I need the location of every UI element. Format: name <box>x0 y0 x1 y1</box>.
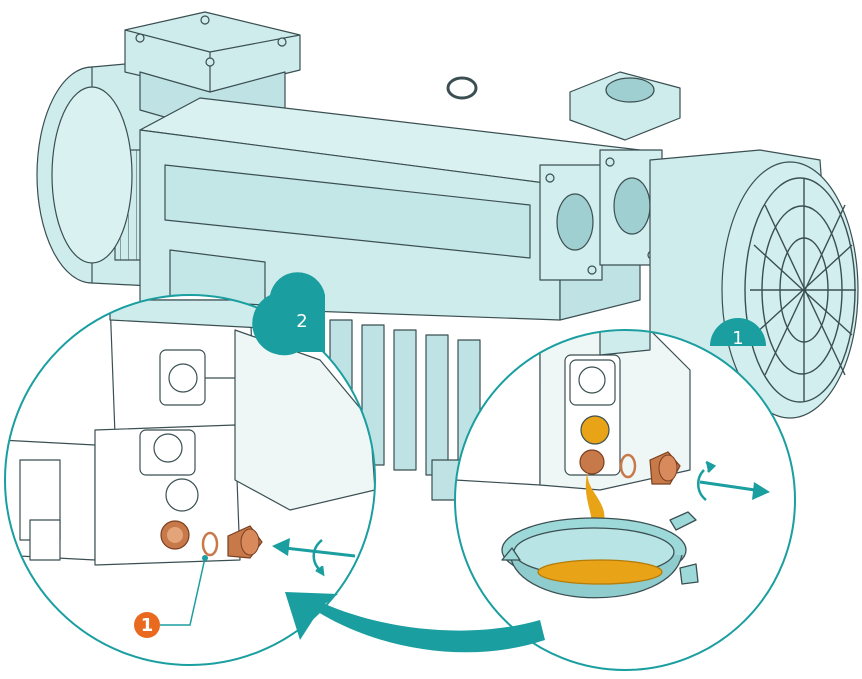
exhaust-flanges <box>539 149 663 281</box>
step-1-badge: 1 <box>710 318 766 349</box>
right-motor <box>649 149 859 419</box>
step-1-label: 1 <box>732 328 743 349</box>
detail-view-1: 1 <box>454 318 796 671</box>
detail-view-2: 1 2 <box>4 272 376 666</box>
oil-drain-tray <box>501 511 699 599</box>
drain-plug-left <box>227 525 263 559</box>
callout-o-ring: 1 <box>134 555 208 638</box>
fan-guard <box>744 177 856 403</box>
curved-arrow-icon <box>285 592 545 653</box>
callout-badge <box>134 612 160 638</box>
arrow-in-icon <box>272 538 356 558</box>
rotate-cw-icon <box>312 539 325 577</box>
vacuum-pump <box>36 11 859 501</box>
o-ring-left <box>201 531 219 557</box>
drain-plug-right <box>649 451 681 485</box>
inlet-port <box>569 71 681 141</box>
lifting-eye <box>446 76 478 100</box>
arrow-out-icon <box>699 480 770 500</box>
o-ring-right <box>619 453 637 479</box>
rotate-ccw-icon <box>697 460 717 501</box>
callout-label: 1 <box>141 615 154 636</box>
step-2-badge: 2 <box>252 272 325 356</box>
step-2-label: 2 <box>296 311 307 332</box>
